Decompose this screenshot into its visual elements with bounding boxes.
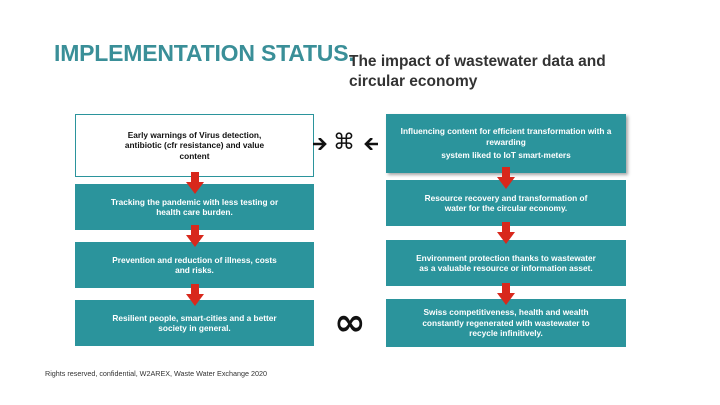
box-line: Tracking the pandemic with less testing … (110, 196, 279, 207)
box-line: content (179, 150, 210, 161)
left-box-resilient: Resilient people, smart-cities and a bet… (75, 300, 314, 346)
box-line: antibiotic (cfr resistance) and value (124, 140, 265, 151)
box-line: and risks. (175, 265, 214, 275)
box-line: Resource recovery and transformation of (424, 192, 588, 203)
page-title: IMPLEMENTATION STATUS. (54, 40, 355, 66)
down-arrow-icon (186, 172, 204, 194)
box-line: society in general. (158, 323, 231, 333)
box-line: Influencing content for efficient transf… (400, 126, 612, 137)
command-symbol: ⌘ (333, 130, 355, 155)
right-box-influencing: Influencing content for efficient transf… (386, 114, 626, 173)
down-arrow-icon (497, 283, 515, 305)
box-line: health care burden. (156, 207, 233, 217)
box-line: Prevention and reduction of illness, cos… (112, 254, 277, 265)
box-line: Environment protection thanks to wastewa… (416, 252, 596, 263)
box-line: constantly regenerated with wastewater t… (422, 317, 590, 328)
box-line: as a valuable resource or information as… (419, 263, 593, 273)
infinity-symbol: ∞ (334, 300, 366, 344)
right-arrow-icon (313, 138, 327, 150)
down-arrow-icon (497, 222, 515, 244)
down-arrow-icon (497, 167, 515, 189)
down-arrow-icon (186, 225, 204, 247)
left-box-prevention: Prevention and reduction of illness, cos… (75, 242, 314, 288)
box-line: Early warnings of Virus detection, (127, 129, 262, 140)
down-arrow-icon (186, 284, 204, 306)
footer-copyright: Rights reserved, confidential, W2AREX, W… (45, 369, 267, 378)
box-line: Resilient people, smart-cities and a bet… (112, 312, 277, 323)
left-arrow-icon (364, 138, 378, 150)
box-line: recycle infinitively. (469, 328, 543, 339)
box-line: Swiss competitiveness, health and wealth (423, 307, 589, 318)
right-box-resource-recovery: Resource recovery and transformation of … (386, 180, 626, 226)
right-box-swiss: Swiss competitiveness, health and wealth… (386, 299, 626, 347)
box-line: rewarding (486, 136, 526, 147)
box-line: water for the circular economy. (444, 203, 568, 213)
right-box-environment: Environment protection thanks to wastewa… (386, 240, 626, 286)
left-box-early-warnings: Early warnings of Virus detection, antib… (75, 114, 314, 177)
page-subtitle: The impact of wastewater data and circul… (349, 53, 606, 90)
box-line: system liked to IoT smart-meters (441, 150, 571, 161)
